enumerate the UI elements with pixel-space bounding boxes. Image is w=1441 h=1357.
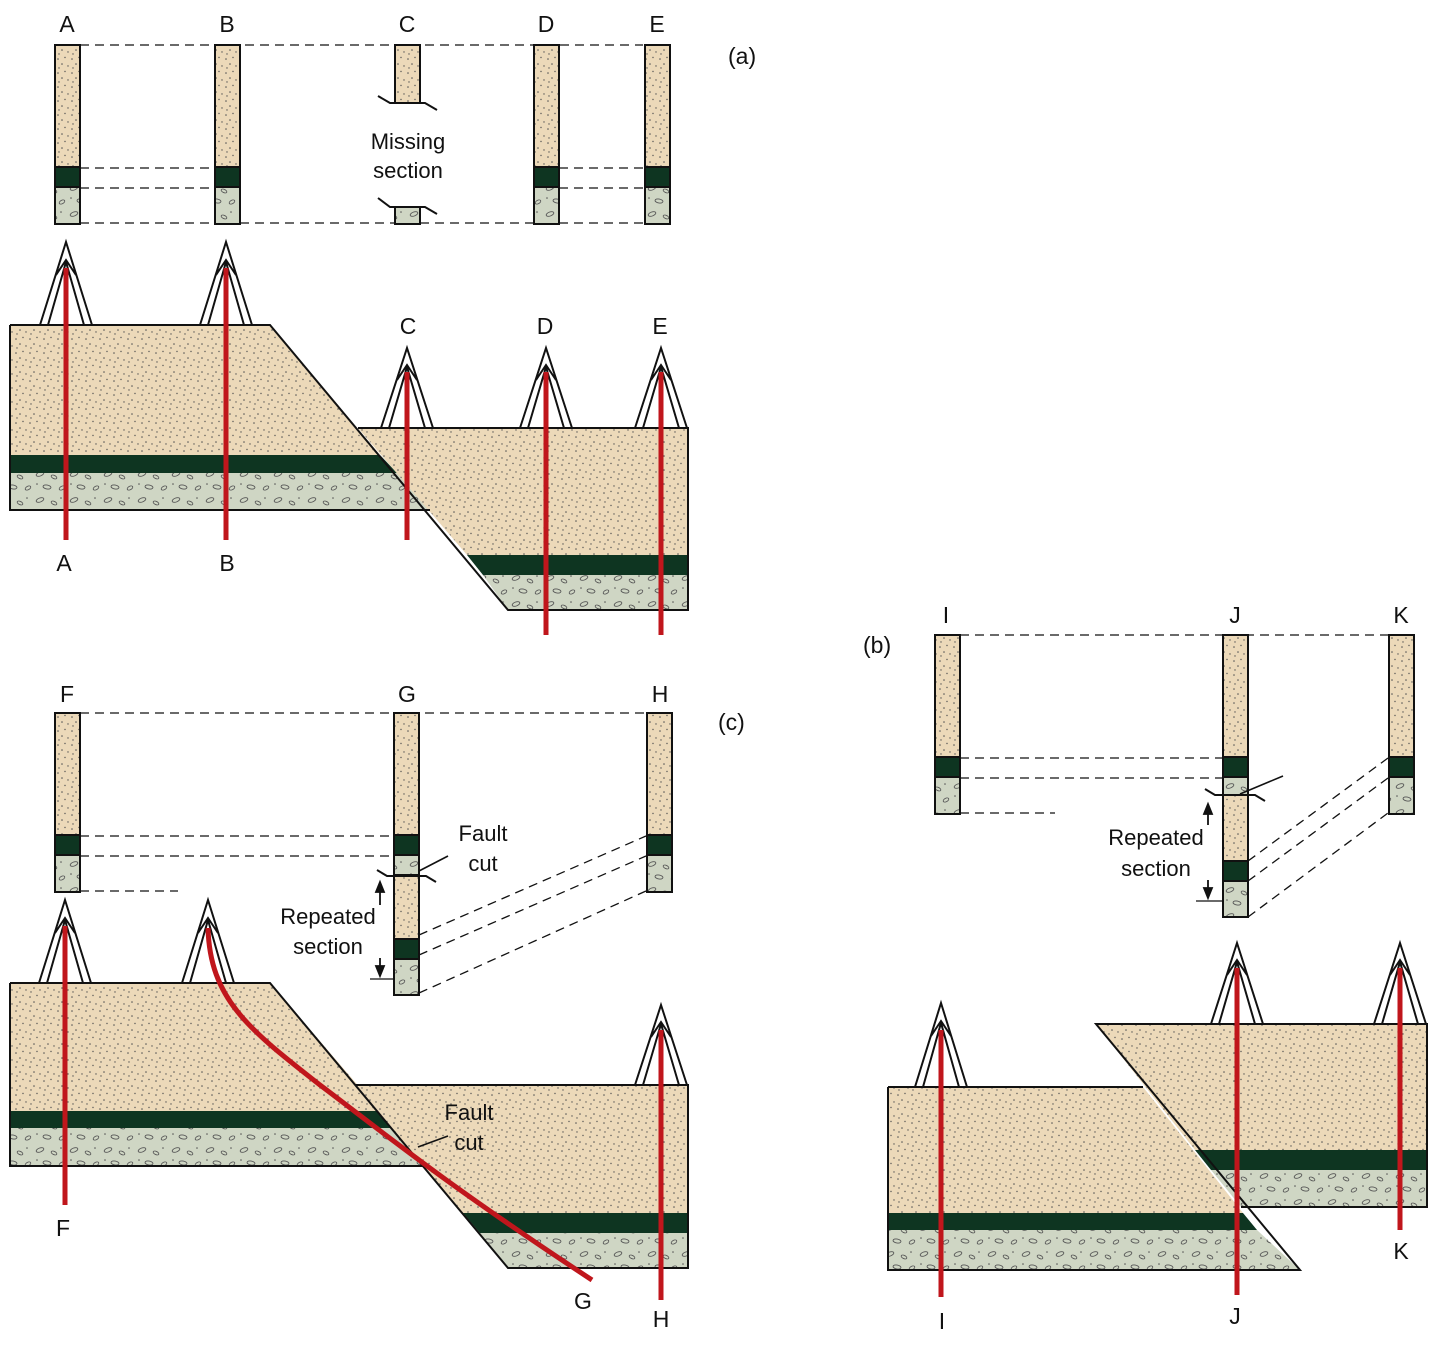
- well-log-g: [370, 712, 449, 996]
- well-log-f: [54, 712, 81, 893]
- arrow-icon: [1202, 801, 1214, 901]
- cross-section-c: [9, 982, 689, 1269]
- panel-c-correlation-lines: [80, 712, 647, 994]
- repeated-section-c-line1: Repeated: [280, 904, 375, 929]
- panel-b-tag: (b): [863, 632, 891, 658]
- well-label-i: I: [939, 1308, 945, 1334]
- fault-cut-log-line2: cut: [468, 851, 497, 876]
- derrick-icon: [181, 896, 235, 984]
- well-log-b: [214, 44, 241, 225]
- log-label-k: K: [1393, 602, 1409, 628]
- panel-b-correlation-lines: [960, 634, 1389, 918]
- well-log-a: [54, 44, 81, 225]
- cross-section-b: [887, 1023, 1428, 1271]
- derrick-icon: [634, 344, 688, 429]
- well-label-a: A: [56, 550, 72, 576]
- arrow-icon: [374, 879, 386, 979]
- log-label-d: D: [538, 11, 555, 37]
- well-log-i: [934, 634, 961, 815]
- repeated-section-c-line2: section: [293, 934, 363, 959]
- panel-c: (c): [9, 681, 745, 1332]
- panel-a: (a): [9, 11, 756, 635]
- fault-cut-log-line1: Fault: [459, 821, 508, 846]
- missing-section-line1: Missing: [371, 129, 446, 154]
- well-log-e: [644, 44, 671, 225]
- well-label-c: C: [400, 313, 417, 339]
- derrick-icon: [634, 1001, 688, 1086]
- well-label-g: G: [574, 1288, 592, 1314]
- missing-section-line2: section: [373, 158, 443, 183]
- well-log-h: [646, 712, 673, 893]
- derrick-icon: [1373, 939, 1427, 1025]
- well-log-j: [1196, 634, 1284, 918]
- well-label-d: D: [537, 313, 554, 339]
- repeated-section-b-line1: Repeated: [1108, 825, 1203, 850]
- well-bores-b: [938, 968, 1403, 1297]
- log-label-g: G: [398, 681, 416, 707]
- derrick-icon: [39, 238, 93, 326]
- derrick-icon: [38, 896, 92, 984]
- well-log-d: [533, 44, 560, 225]
- well-label-b: B: [219, 550, 234, 576]
- panel-c-tag: (c): [718, 709, 745, 735]
- panel-b: (b): [863, 602, 1428, 1334]
- well-log-k: [1388, 634, 1415, 815]
- log-label-b: B: [219, 11, 234, 37]
- well-label-h: H: [653, 1306, 670, 1332]
- log-label-h: H: [652, 681, 669, 707]
- log-label-c: C: [399, 11, 416, 37]
- panel-a-tag: (a): [728, 43, 756, 69]
- derrick-icon: [199, 238, 253, 326]
- well-bores-a: [63, 268, 664, 635]
- well-label-e: E: [652, 313, 667, 339]
- log-label-a: A: [59, 11, 75, 37]
- log-label-j: J: [1229, 602, 1241, 628]
- well-bores-c: [62, 926, 664, 1300]
- fault-cut-section-line1: Fault: [445, 1100, 494, 1125]
- log-label-e: E: [649, 11, 664, 37]
- well-log-c: [377, 44, 438, 225]
- fault-cut-section-line2: cut: [454, 1130, 483, 1155]
- cross-section-a: [9, 324, 689, 611]
- log-label-f: F: [60, 681, 74, 707]
- well-label-j: J: [1229, 1303, 1241, 1329]
- well-label-f: F: [56, 1215, 70, 1241]
- derrick-icon: [914, 999, 968, 1088]
- log-label-i: I: [943, 602, 949, 628]
- derrick-icon: [519, 344, 573, 429]
- derrick-icon: [1210, 939, 1264, 1025]
- well-g-deviated: [205, 927, 594, 1283]
- derrick-icon: [380, 344, 434, 429]
- well-label-k: K: [1393, 1238, 1409, 1264]
- repeated-section-b-line2: section: [1121, 856, 1191, 881]
